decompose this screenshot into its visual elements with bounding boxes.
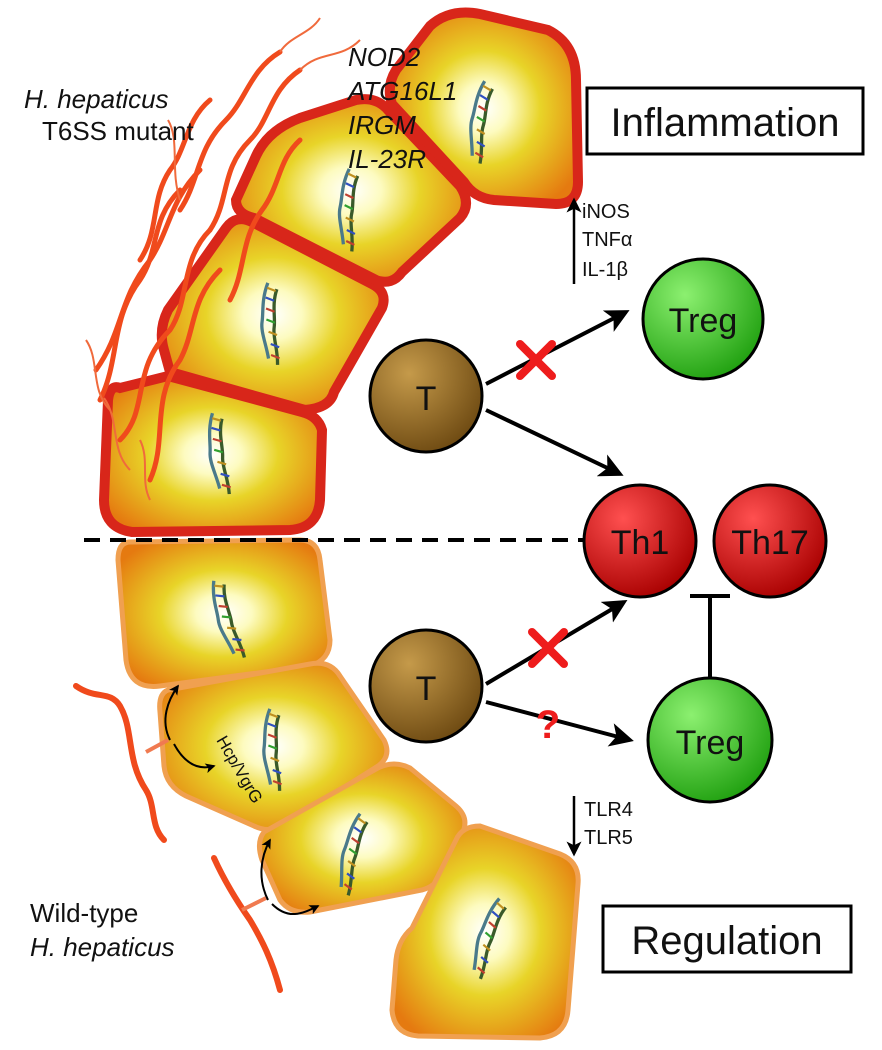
bacteria-label-top-2: T6SS mutant — [42, 116, 195, 146]
th17-cell: Th17 — [712, 483, 828, 599]
gene-il23r: IL-23R — [348, 144, 426, 174]
cytokine-tnfa: TNFα — [582, 229, 632, 251]
regulation-title: Regulation — [631, 919, 822, 963]
receptor-tlr4: TLR4 — [584, 799, 633, 821]
cytokine-inos: iNOS — [582, 201, 630, 223]
bacteria-label-bottom-1: Wild-type — [30, 898, 138, 928]
treg-cell-bottom: Treg — [646, 676, 774, 804]
secretion-arrows — [164, 684, 320, 915]
svg-text:Treg: Treg — [669, 302, 738, 340]
inflammation-title-box: Inflammation — [585, 86, 865, 156]
gene-list: NOD2 ATG16L1 IRGM IL-23R — [346, 42, 457, 174]
t-cell-bottom: T — [368, 628, 484, 744]
bacteria-label-top-1: H. hepaticus — [24, 84, 169, 114]
inflammation-title: Inflammation — [611, 101, 840, 145]
question-mark: ? — [536, 703, 560, 747]
svg-text:T: T — [416, 380, 437, 418]
treg-cell-top: Treg — [641, 257, 765, 381]
wild-type-bacteria — [73, 683, 283, 993]
th1-cell: Th1 — [582, 483, 698, 599]
normal-cell-4 — [389, 823, 581, 1041]
regulation-title-box: Regulation — [601, 904, 853, 974]
svg-text:T: T — [416, 670, 437, 708]
t-cell-top: T — [368, 338, 484, 454]
inflamed-epithelium — [98, 7, 584, 538]
gene-irgm: IRGM — [348, 110, 416, 140]
receptor-tlr5: TLR5 — [584, 827, 633, 849]
block-x-icon-bottom — [528, 628, 568, 668]
gene-nod2: NOD2 — [348, 42, 421, 72]
gene-atg16l1: ATG16L1 — [346, 76, 457, 106]
bacteria-label-bottom-2: H. hepaticus — [30, 932, 175, 962]
normal-epithelium — [115, 537, 581, 1041]
svg-text:Th17: Th17 — [731, 524, 809, 562]
t6ss-mutant-bacteria — [93, 49, 303, 483]
block-x-icon-top — [516, 340, 556, 380]
t6ss-mutant-bacteria-fine — [85, 17, 361, 501]
cytokine-list: iNOS TNFα IL-1β — [582, 201, 632, 281]
cytokine-il1b: IL-1β — [582, 259, 628, 281]
receptor-list: TLR4 TLR5 — [584, 799, 633, 849]
svg-text:Treg: Treg — [676, 724, 745, 762]
svg-text:Th1: Th1 — [611, 524, 670, 562]
